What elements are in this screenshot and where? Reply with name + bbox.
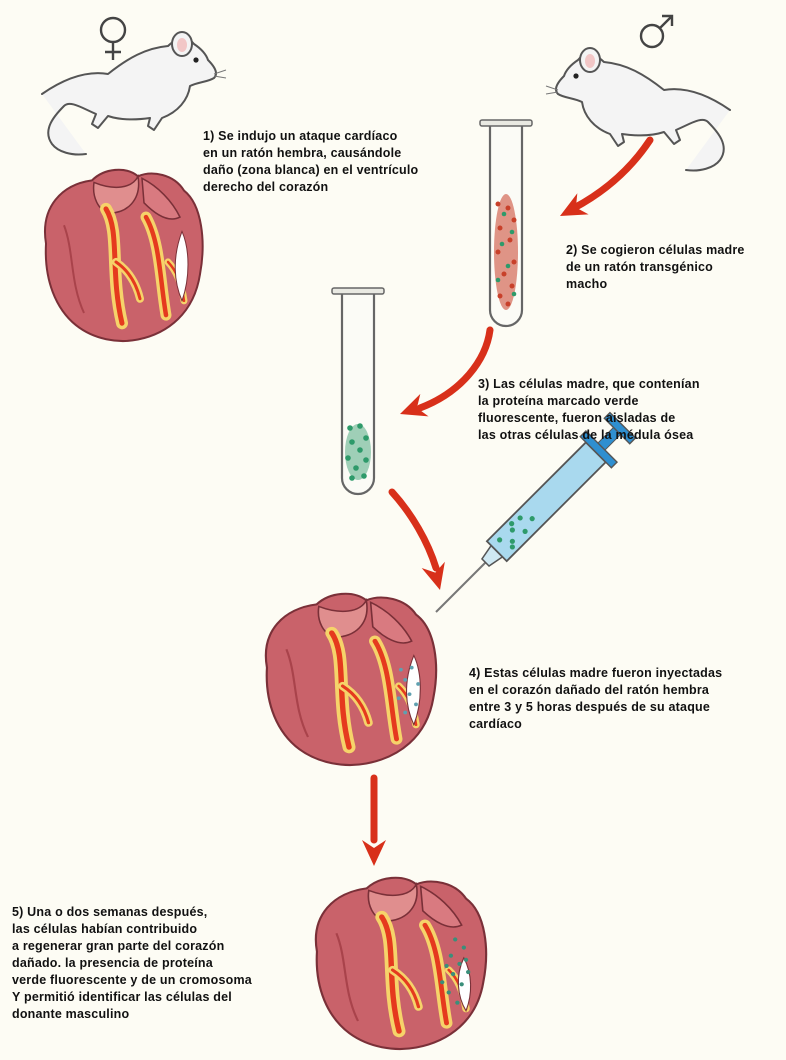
male-symbol-icon (641, 16, 672, 47)
heart-icon-damaged (45, 170, 203, 341)
heart-icon-regenerated (316, 878, 486, 1049)
arrow-3 (392, 492, 452, 593)
step-2-caption: 2) Se cogieron células madre de un ratón… (566, 242, 781, 293)
female-mouse-icon (42, 32, 226, 155)
test-tube-icon-donor (480, 120, 532, 326)
step-1-caption: 1) Se indujo un ataque cardíaco en un ra… (203, 128, 463, 196)
arrow-4 (362, 778, 386, 866)
step-3-caption: 3) Las células madre, que contenían la p… (478, 376, 778, 444)
arrow-2 (396, 330, 490, 425)
step-5-caption: 5) Una o dos semanas después, las célula… (12, 904, 312, 1023)
donor-cells (494, 194, 518, 310)
step-4-caption: 4) Estas células madre fueron inyectadas… (469, 665, 769, 733)
female-symbol-icon (101, 18, 125, 60)
test-tube-icon-gfp (332, 288, 384, 494)
heart-icon-injected (266, 594, 436, 765)
arrow-1 (554, 140, 650, 227)
